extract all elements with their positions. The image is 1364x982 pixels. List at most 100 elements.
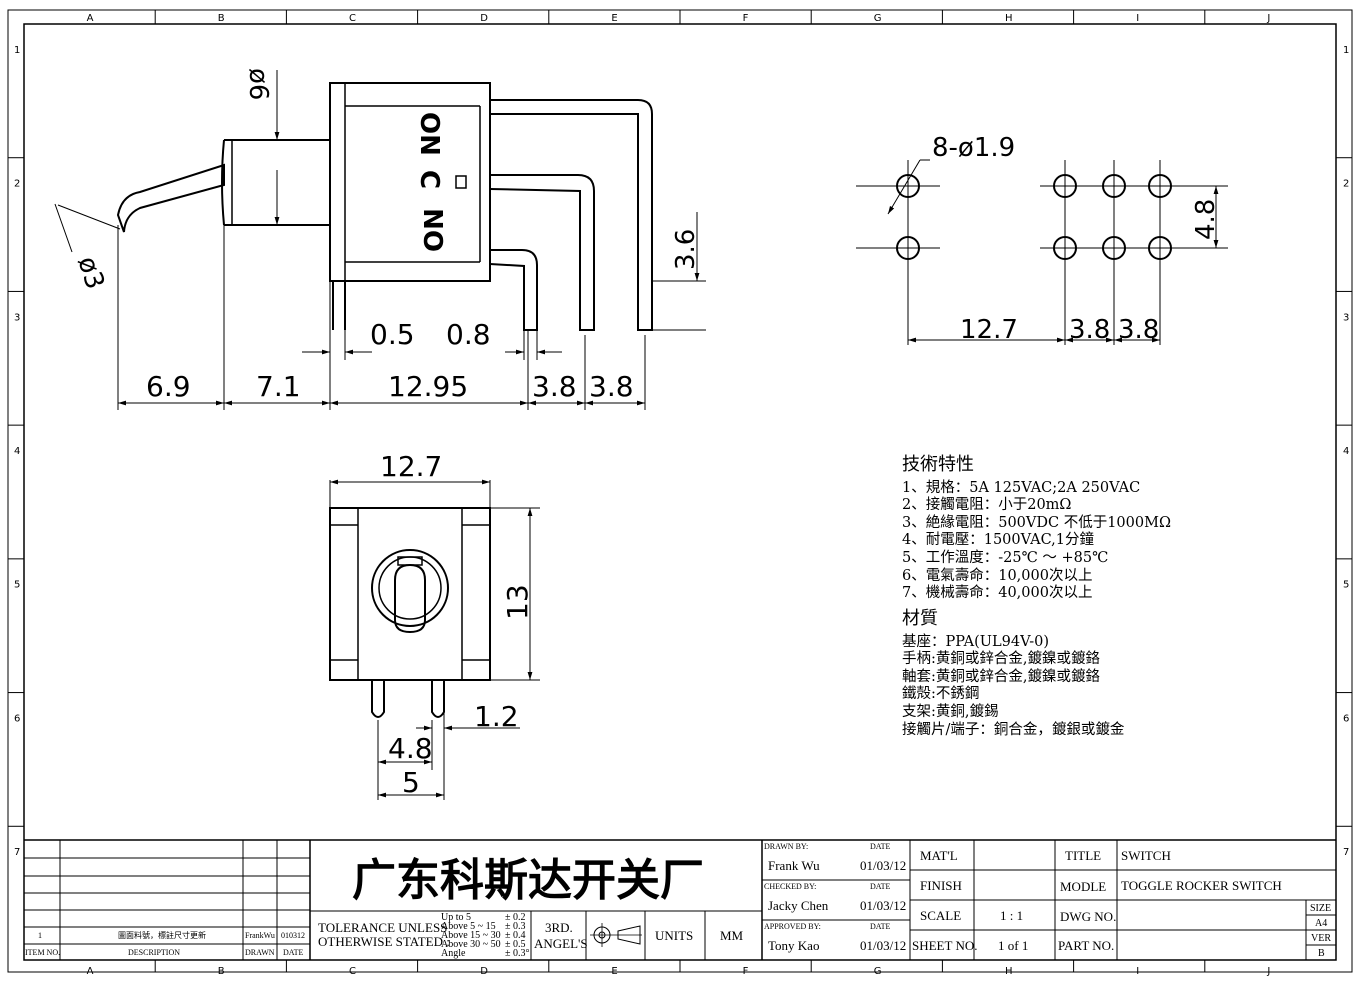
rev-h-desc: DESCRIPTION xyxy=(128,948,180,957)
mat-item-3: 軸套:黄銅或鋅合金,鍍鎳或鍍鉻 xyxy=(902,667,1100,685)
zone-row-2: 2 xyxy=(14,179,20,190)
tol-row-1: Up to 5 xyxy=(441,912,471,923)
dim-handle-dia: ø3 xyxy=(71,253,110,293)
side-view: ON C ON ø6 ø3 6.9 7.1 12.95 3.8 xyxy=(54,68,706,410)
pcb-hole xyxy=(1053,174,1077,198)
approved-by-label: APPROVED BY: xyxy=(764,922,821,931)
tol-val-1: ± 0.2 xyxy=(505,912,526,923)
dim-offset: 12.7 xyxy=(960,315,1018,345)
zone-row-3: 3 xyxy=(1343,312,1349,323)
dim-3-6: 3.6 xyxy=(671,229,701,270)
tol-row-4: Above 30 ~ 50 xyxy=(441,939,501,950)
mat-item-5: 支架:黄銅,鍍錫 xyxy=(902,703,999,720)
pcb-layout: 8-ø1.9 4.8 12.7 3.8 3.8 xyxy=(856,133,1228,345)
front-view: 12.7 13 1.2 4.8 5 xyxy=(329,450,540,800)
tol-val-2: ± 0.3 xyxy=(505,921,526,932)
zone-col-A: A xyxy=(87,966,94,977)
marking-on-top: ON xyxy=(414,112,444,156)
zone-col-D: D xyxy=(480,13,488,24)
dim-3-8-b: 3.8 xyxy=(589,370,634,403)
dim-pin-gap: 4.8 xyxy=(388,732,433,765)
tech-item-6: 6、電氣壽命：10,000次以上 xyxy=(902,566,1092,584)
approved-date-label: DATE xyxy=(870,922,891,931)
rev-h-drawn: DRAWN xyxy=(245,948,275,957)
rev-item-no: 1 xyxy=(38,931,42,940)
sheet-label: SHEET NO. xyxy=(912,938,977,953)
terminal-upper xyxy=(490,99,653,331)
scale-value: 1 : 1 xyxy=(1000,908,1023,923)
dim-0-5: 0.5 xyxy=(370,318,415,351)
zone-row-7: 7 xyxy=(1343,847,1349,858)
zone-col-E: E xyxy=(611,13,617,24)
units-label: UNITS xyxy=(655,928,693,943)
third-angle-projection-icon xyxy=(590,923,642,947)
zone-col-B: B xyxy=(218,966,225,977)
tech-item-1: 1、規格：5A 125VAC;2A 250VAC xyxy=(902,479,1140,496)
dim-3-8-a: 3.8 xyxy=(532,370,577,403)
switch-body-side xyxy=(329,82,491,282)
part-label: PART NO. xyxy=(1058,938,1114,953)
drawn-date-label: DATE xyxy=(870,842,891,851)
drawn-date: 01/03/12 xyxy=(860,858,906,873)
zone-row-2: 2 xyxy=(1343,179,1349,190)
dim-holes: 8-ø1.9 xyxy=(932,133,1015,163)
zone-col-H: H xyxy=(1005,13,1013,24)
zone-col-D: D xyxy=(480,966,488,977)
dim-pitch-v: 4.8 xyxy=(1191,199,1221,240)
zone-col-J: J xyxy=(1266,13,1270,24)
zone-col-C: C xyxy=(349,966,356,977)
mat-item-2: 手柄:黄銅或鋅合金,鍍鎳或鍍鉻 xyxy=(902,649,1100,667)
zone-col-E: E xyxy=(611,966,617,977)
ver-value: B xyxy=(1318,948,1325,959)
tol-val-4: ± 0.5 xyxy=(505,939,526,950)
zone-row-6: 6 xyxy=(1343,713,1349,724)
tol-row-5: Angle xyxy=(441,948,466,959)
model-label: MODLE xyxy=(1060,879,1106,894)
drawn-by-label: DRAWN BY: xyxy=(764,842,808,851)
dim-12-95: 12.95 xyxy=(388,370,468,403)
projection-line-2: ANGEL'S xyxy=(534,936,588,951)
zone-col-H: H xyxy=(1005,966,1013,977)
pin-right xyxy=(431,680,445,718)
dwg-label: DWG NO. xyxy=(1060,909,1116,924)
marking-center: C xyxy=(414,170,444,189)
projection-line-1: 3RD. xyxy=(545,920,573,935)
checked-by-name: Jacky Chen xyxy=(768,898,829,913)
pin-left xyxy=(371,680,385,718)
zone-col-I: I xyxy=(1136,966,1139,977)
dim-front-width: 12.7 xyxy=(380,450,442,483)
stem-bushing xyxy=(221,139,330,226)
approved-date: 01/03/12 xyxy=(860,938,906,953)
revision-table: 1 圖面料號，標註尺寸更新 FrankWu 010312 ITEM NO. DE… xyxy=(24,840,311,960)
drawn-by-name: Frank Wu xyxy=(768,858,820,873)
zone-row-5: 5 xyxy=(14,580,20,591)
toggle-lever xyxy=(116,163,225,233)
checked-date: 01/03/12 xyxy=(860,898,906,913)
dim-front-height: 13 xyxy=(501,584,534,620)
title-value: SWITCH xyxy=(1121,848,1171,863)
sheet-value: 1 of 1 xyxy=(998,938,1028,953)
tech-title: 技術特性 xyxy=(902,454,974,475)
zone-row-6: 6 xyxy=(14,713,20,724)
size-value: A4 xyxy=(1315,918,1327,929)
zone-col-G: G xyxy=(874,13,882,24)
pcb-hole xyxy=(1102,236,1126,260)
rev-date: 010312 xyxy=(281,931,305,940)
zone-col-C: C xyxy=(349,13,356,24)
tolerance-block: TOLERANCE UNLESS OTHERWISE STATED : Up t… xyxy=(318,912,530,959)
mat-item-4: 鐵殻:不銹鋼 xyxy=(902,684,979,702)
zone-col-G: G xyxy=(874,966,882,977)
zone-col-F: F xyxy=(743,13,749,24)
tech-item-4: 4、耐電壓：1500VAC,1分鐘 xyxy=(902,531,1094,548)
zone-row-5: 5 xyxy=(1343,580,1349,591)
checked-by-label: CHECKED BY: xyxy=(764,882,816,891)
pcb-hole xyxy=(896,236,920,260)
specifications: 技術特性 1、規格：5A 125VAC;2A 250VAC 2、接觸電阻：小于2… xyxy=(902,454,1171,738)
sheet-frame xyxy=(7,9,1353,973)
dim-6-9: 6.9 xyxy=(146,370,191,403)
dim-pin-span: 5 xyxy=(402,766,420,799)
pcb-hole xyxy=(896,174,920,198)
approved-by-name: Tony Kao xyxy=(768,938,819,953)
title-label: TITLE xyxy=(1065,848,1101,863)
